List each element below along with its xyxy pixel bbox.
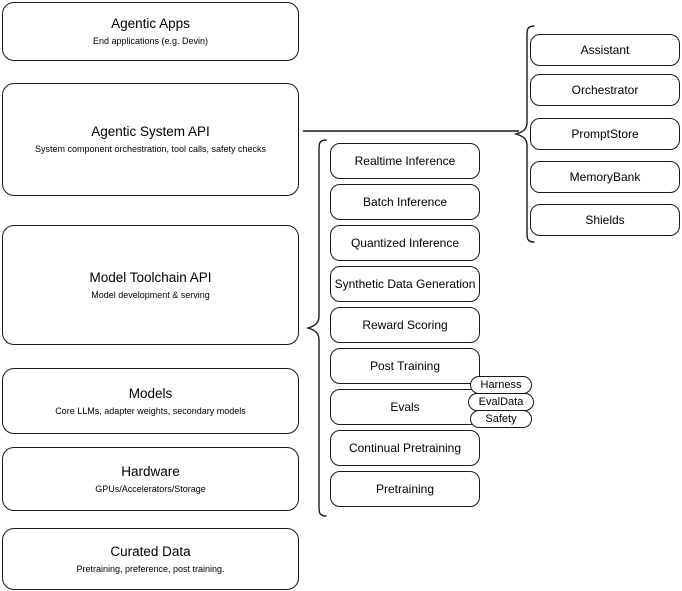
toolchain-box-reward-scoring[interactable]: Reward Scoring	[330, 307, 480, 343]
toolchain-label: Realtime Inference	[354, 154, 456, 168]
layer-subtitle: End applications (e.g. Devin)	[92, 36, 209, 46]
layer-subtitle: Core LLMs, adapter weights, secondary mo…	[55, 405, 246, 416]
evals-badge-safety[interactable]: Safety	[470, 410, 532, 428]
toolchain-label: Reward Scoring	[362, 318, 448, 332]
layer-title: Models	[128, 385, 173, 401]
layer-title: Curated Data	[110, 543, 191, 559]
layer-box-hardware[interactable]: Hardware GPUs/Accelerators/Storage	[2, 447, 299, 511]
layer-subtitle: Model development & serving	[91, 289, 210, 300]
toolchain-box-post-training[interactable]: Post Training	[330, 348, 480, 384]
toolchain-box-realtime-inference[interactable]: Realtime Inference	[330, 143, 480, 179]
system-component-label: Orchestrator	[571, 83, 639, 97]
system-component-box-shields[interactable]: Shields	[530, 204, 680, 236]
layer-subtitle: Pretraining, preference, post training.	[76, 563, 225, 574]
toolchain-label: Quantized Inference	[350, 236, 460, 250]
toolchain-box-batch-inference[interactable]: Batch Inference	[330, 184, 480, 220]
model-toolchain-brace	[306, 139, 327, 517]
evals-badge-harness[interactable]: Harness	[470, 376, 532, 394]
agentic-system-api-to-components-connector	[303, 130, 519, 132]
system-component-label: Assistant	[580, 43, 630, 57]
toolchain-label: Batch Inference	[362, 195, 448, 209]
toolchain-label: Post Training	[369, 359, 441, 373]
layer-subtitle: System component orchestration, tool cal…	[34, 144, 267, 154]
toolchain-box-quantized-inference[interactable]: Quantized Inference	[330, 225, 480, 261]
layer-title: Model Toolchain API	[89, 269, 212, 285]
layer-box-model-toolchain-api[interactable]: Model Toolchain API Model development & …	[2, 225, 299, 345]
evals-badge-evaldata[interactable]: EvalData	[468, 393, 534, 411]
evals-badge-label: Safety	[485, 413, 517, 425]
toolchain-box-pretraining[interactable]: Pretraining	[330, 471, 480, 507]
system-component-label: PromptStore	[571, 127, 639, 141]
layer-title: Agentic System API	[91, 124, 210, 139]
toolchain-label: Evals	[390, 400, 420, 414]
toolchain-label: Pretraining	[375, 482, 435, 496]
evals-badge-label: EvalData	[478, 396, 524, 408]
toolchain-box-continual-pretraining[interactable]: Continual Pretraining	[330, 430, 480, 466]
system-component-label: MemoryBank	[569, 170, 641, 184]
layer-title: Hardware	[121, 463, 180, 479]
evals-badge-label: Harness	[480, 379, 522, 391]
layer-box-models[interactable]: Models Core LLMs, adapter weights, secon…	[2, 368, 299, 434]
layer-box-agentic-system-api[interactable]: Agentic System API System component orch…	[2, 83, 299, 196]
system-component-box-memorybank[interactable]: MemoryBank	[530, 161, 680, 193]
toolchain-label: Continual Pretraining	[348, 441, 462, 455]
layer-subtitle: GPUs/Accelerators/Storage	[95, 483, 206, 494]
layer-title: Agentic Apps	[111, 16, 190, 31]
system-component-box-orchestrator[interactable]: Orchestrator	[530, 74, 680, 106]
toolchain-label: Synthetic Data Generation	[334, 277, 476, 291]
system-component-label: Shields	[585, 213, 625, 227]
layer-box-agentic-apps[interactable]: Agentic Apps End applications (e.g. Devi…	[2, 2, 299, 61]
toolchain-box-synthetic-data-generation[interactable]: Synthetic Data Generation	[330, 266, 480, 302]
layer-box-curated-data[interactable]: Curated Data Pretraining, preference, po…	[2, 528, 299, 590]
system-component-box-promptstore[interactable]: PromptStore	[530, 118, 680, 150]
toolchain-box-evals[interactable]: Evals	[330, 389, 480, 425]
system-component-box-assistant[interactable]: Assistant	[530, 34, 680, 66]
